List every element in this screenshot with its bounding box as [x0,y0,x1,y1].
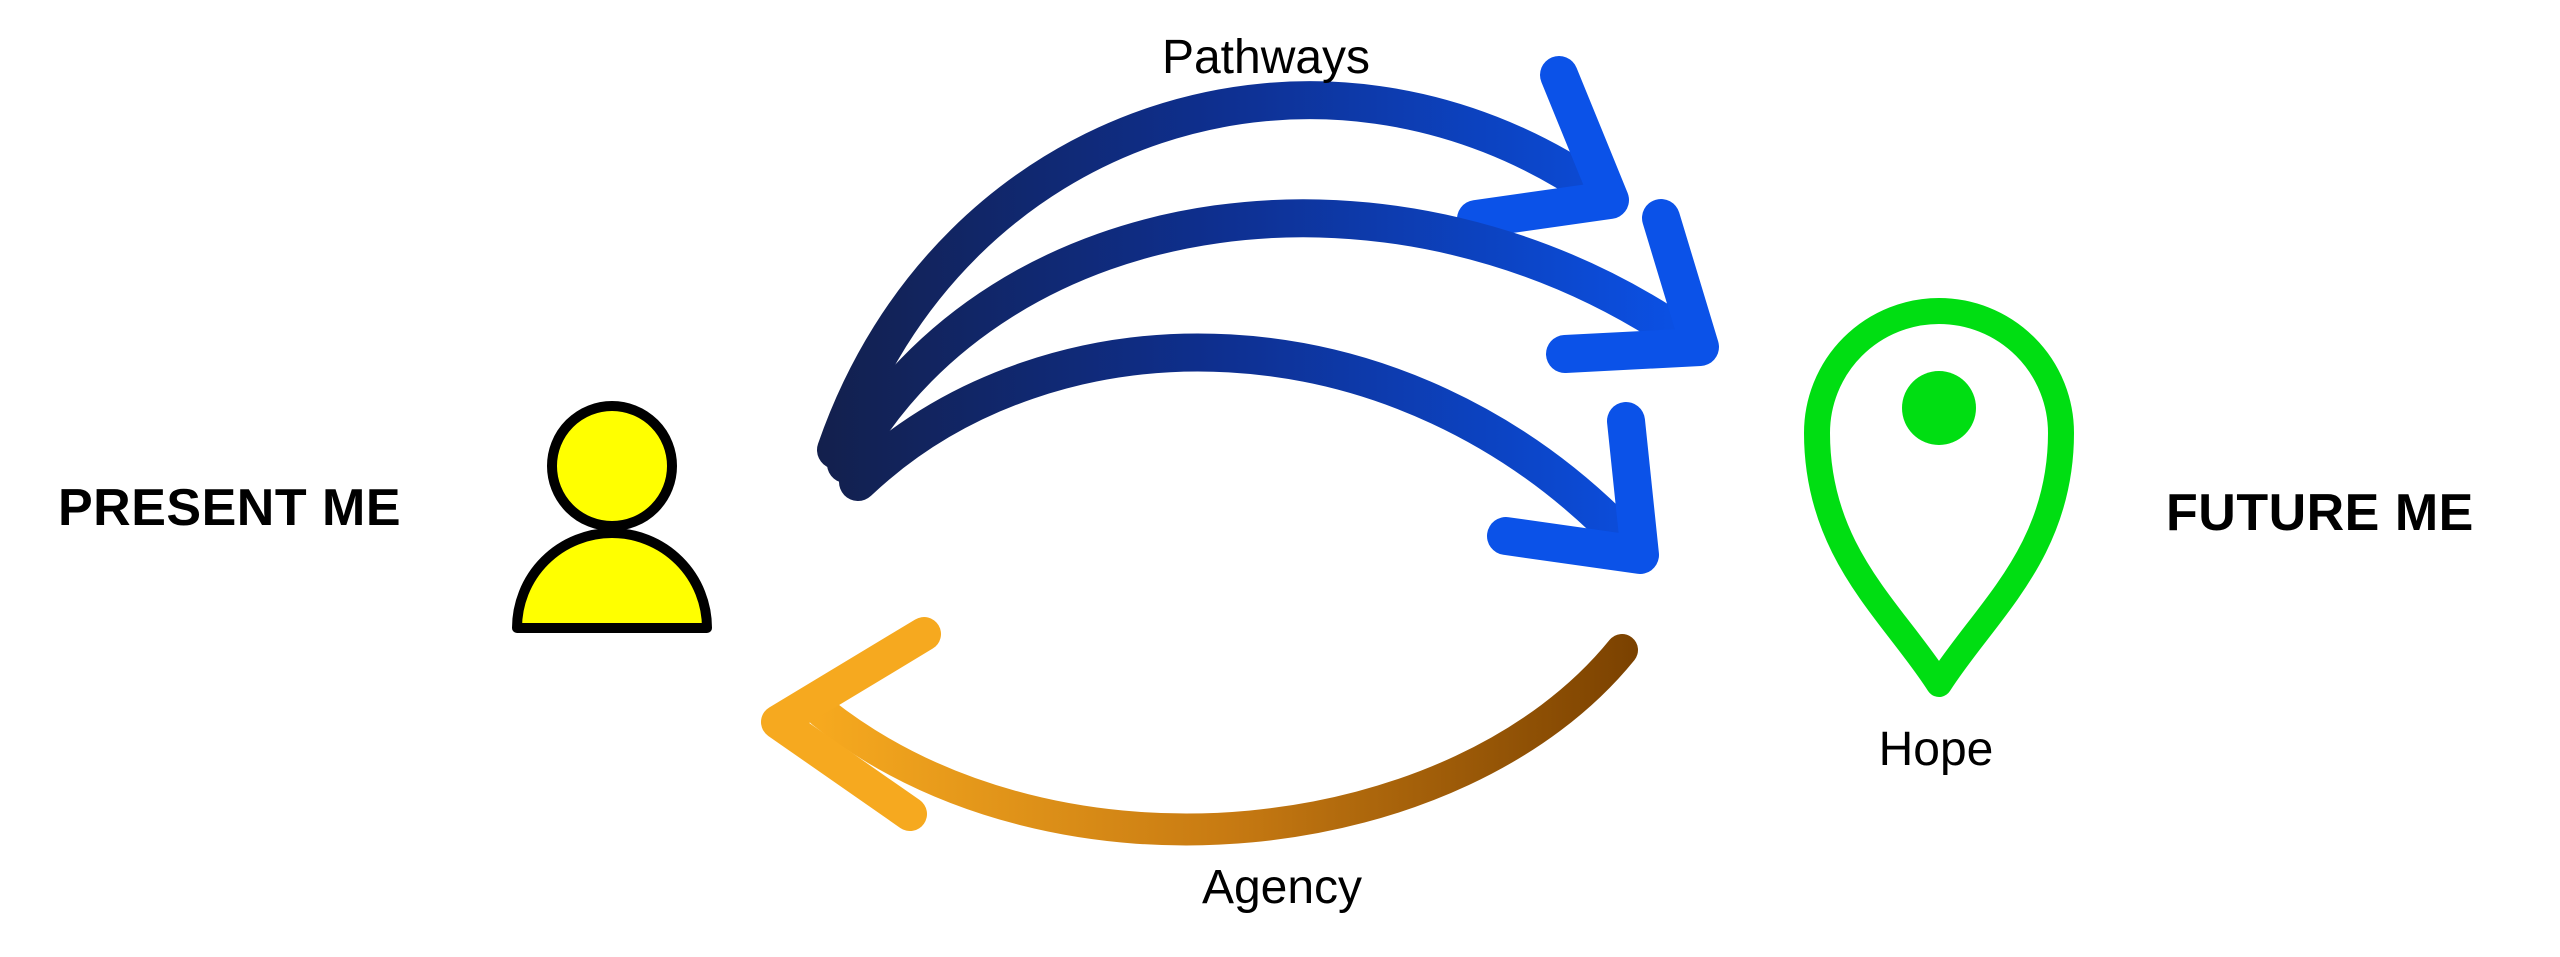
agency-label: Agency [1201,861,1363,914]
person-body [512,528,712,633]
pathways-label: Pathways [1161,31,1371,84]
person-icon [512,401,712,633]
pathways-arrows [817,56,1719,574]
pathway-arc-3 [839,333,1649,564]
pathway-arrowhead-2 [1546,199,1719,373]
pathway-arc-2 [827,199,1707,483]
agency-arc [806,634,1638,846]
location-pin-dot [1902,371,1976,445]
location-pin-icon [1804,298,2074,697]
pathway-arrowhead-1 [1457,56,1629,238]
pathway-arc-1 [817,81,1617,469]
future-me-label: FUTURE ME [2166,484,2474,542]
location-pin-outline [1804,298,2074,697]
agency-arrow [761,617,1638,846]
present-me-label: PRESENT ME [58,479,402,537]
person-head [547,401,677,531]
pathway-arrowhead-3 [1487,402,1659,574]
hope-label: Hope [1878,723,1994,776]
agency-arrowhead [761,617,941,831]
